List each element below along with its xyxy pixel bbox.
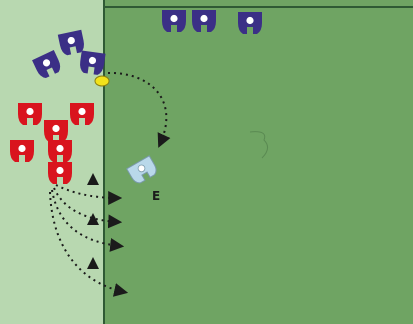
player-e-label: E (152, 189, 160, 203)
ball-icon (95, 76, 109, 86)
purple-team-top (162, 10, 262, 34)
